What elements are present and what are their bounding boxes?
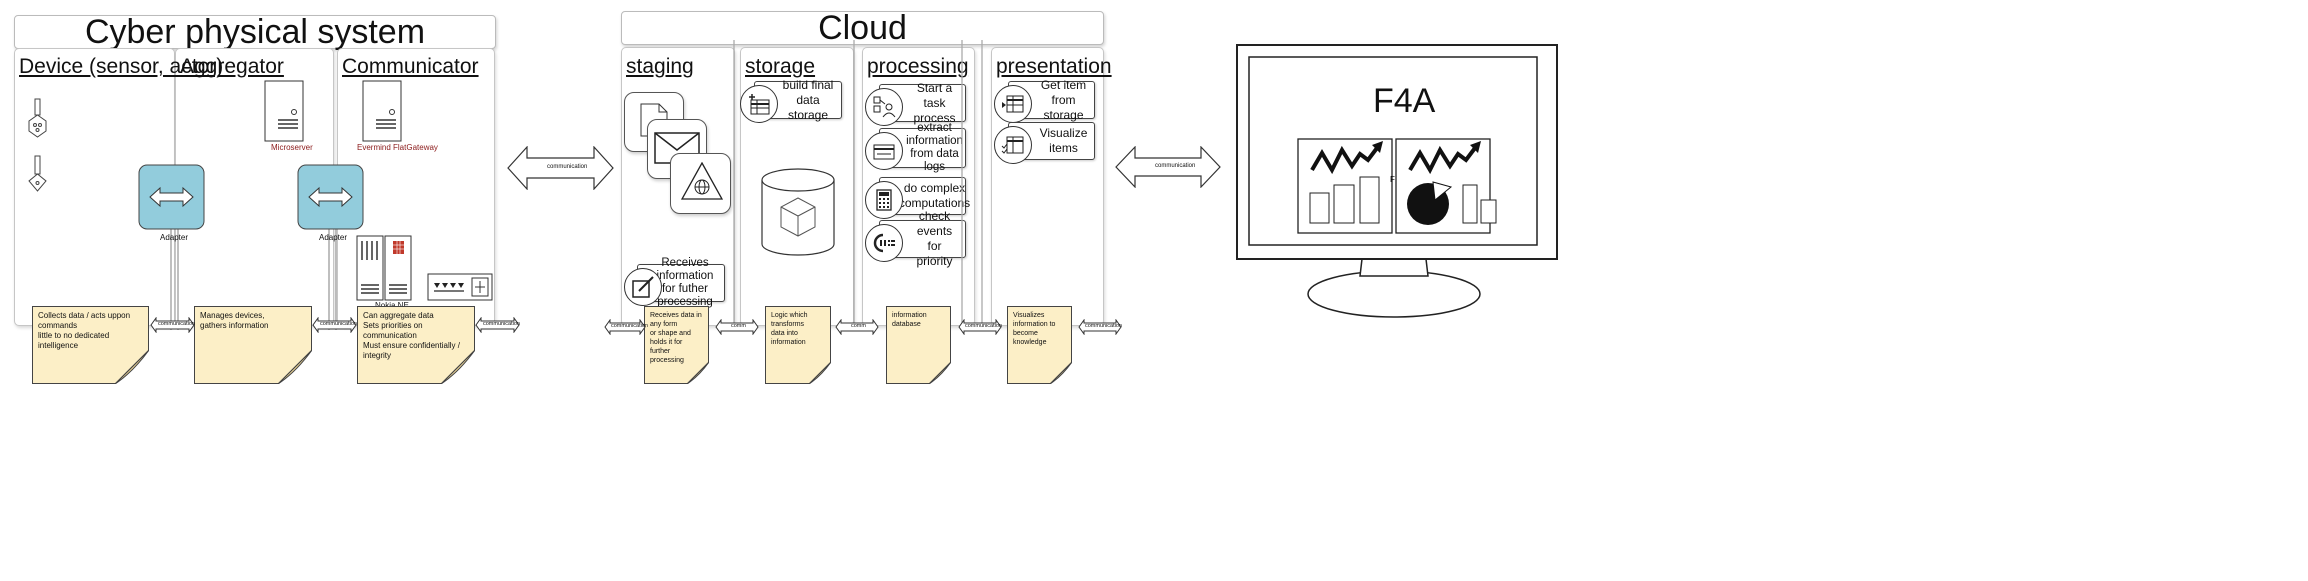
- microserver-label: Microserver: [271, 143, 313, 152]
- monitor-title: F4A: [1373, 82, 1436, 120]
- cloud-title-text: Cloud: [818, 8, 907, 47]
- comm-arrow-6: comm: [835, 319, 879, 335]
- checklist-icon: [994, 126, 1032, 164]
- note-storage: Logic which transforms data into informa…: [765, 306, 831, 384]
- table-get-icon: [994, 85, 1032, 123]
- comm-arrow-7: communication: [958, 319, 1002, 335]
- cps-title: Cyber physical system: [14, 12, 496, 51]
- globe-icon: [681, 162, 723, 200]
- sensor-icon: [28, 98, 47, 138]
- cps-title-text: Cyber physical system: [84, 12, 426, 51]
- edit-icon: [624, 268, 662, 306]
- database-icon: [761, 168, 835, 256]
- note-device: Collects data / acts uppon commands litt…: [32, 306, 149, 384]
- gateway-label: Evermind FlatGateway: [357, 143, 438, 152]
- comm-arrow-4: communication: [604, 319, 648, 335]
- monitor-bar: [1480, 199, 1497, 224]
- adapter-icon: [138, 164, 205, 230]
- note-presentation: Visualizes information to become knowled…: [1007, 306, 1072, 384]
- web-box: [670, 153, 731, 214]
- monitor-icon: F: [1236, 44, 1558, 318]
- comm-arrow-8: communication: [1078, 319, 1122, 335]
- actor-icon: [28, 155, 47, 192]
- adapter-label-1: Adapter: [160, 233, 189, 242]
- network-rack-icon: [356, 235, 412, 301]
- comm-arrow-2: communication: [312, 317, 357, 333]
- lane-title-storage: storage: [745, 55, 816, 78]
- lane-title-presentation: presentation: [996, 55, 1112, 78]
- lane-title-communicator: Communicator: [342, 55, 479, 78]
- lane-title-device: Device (sensor, actor): [19, 55, 224, 78]
- adapter-icon: [297, 164, 364, 230]
- gateway-icon: [362, 80, 402, 142]
- comm-arrow-1: communication: [150, 317, 195, 333]
- communication-arrow-cloud-monitor: communication: [1115, 146, 1221, 188]
- comm-arrow-3: communication: [475, 317, 520, 333]
- microserver-icon: [264, 80, 304, 142]
- calculator-icon: [865, 181, 903, 219]
- cloud-title: Cloud: [621, 8, 1104, 47]
- note-aggregator: Manages devices, gathers information: [194, 306, 312, 384]
- communication-arrow-cps-cloud: communication: [507, 146, 614, 190]
- table-add-icon: [740, 85, 778, 123]
- adapter-label-2: Adapter: [319, 233, 348, 242]
- process-user-icon: [865, 88, 903, 126]
- lifelines-cps: [170, 200, 337, 330]
- note-staging: Receives data in any form or shape and h…: [644, 306, 709, 384]
- lane-title-processing: processing: [867, 55, 969, 78]
- note-communicator: Can aggregate data Sets priorities on co…: [357, 306, 475, 384]
- switch-icon: [427, 273, 493, 301]
- comm-arrow-5: comm: [715, 319, 759, 335]
- svg-text:F: F: [1390, 175, 1395, 184]
- lane-title-staging: staging: [626, 55, 694, 78]
- log-icon: [865, 132, 903, 170]
- lifelines-cloud: [733, 40, 983, 330]
- nokia-label: Nokia NE: [375, 301, 409, 310]
- priority-icon: [865, 224, 903, 262]
- lane-title-aggregator: Aggregator: [180, 55, 284, 78]
- note-processing: information database: [886, 306, 951, 384]
